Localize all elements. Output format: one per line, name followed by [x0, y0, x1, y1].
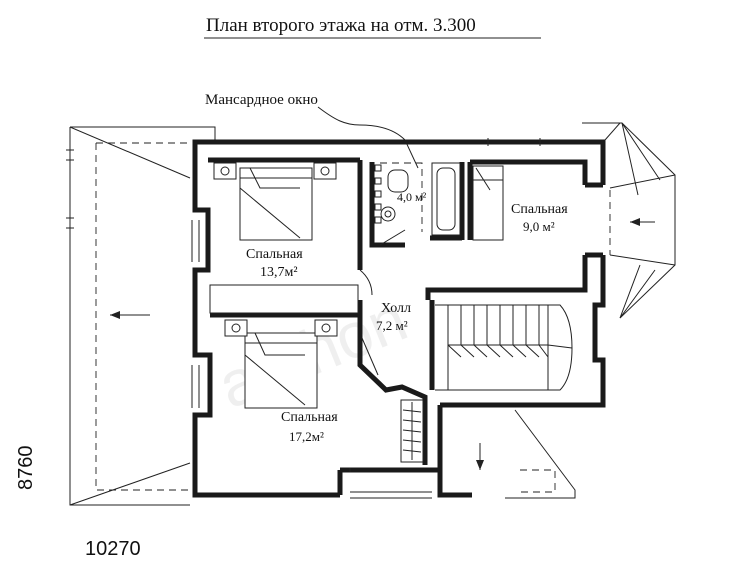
exterior-walls [192, 139, 606, 498]
room-area-bedroom-right: 9,0 м² [523, 219, 555, 234]
bed-bottom [224, 319, 338, 409]
room-area-bathroom: 4,0 м² [397, 190, 427, 204]
wardrobe-top-left [209, 284, 359, 314]
room-area-bedroom-bottom: 17,2м² [289, 429, 324, 444]
room-name-hall: Холл [381, 301, 411, 316]
dimension-width: 10270 [85, 538, 141, 560]
doors [359, 229, 406, 376]
hall-wardrobe [400, 399, 424, 463]
bed-top-left [213, 162, 337, 241]
bottom-roof [476, 409, 576, 499]
attic-window-callout: Мансардное окно [205, 92, 318, 108]
room-name-bedroom-bottom: Спальная [281, 410, 338, 425]
bed-right [472, 165, 504, 241]
room-area-hall: 7,2 м² [376, 318, 408, 333]
plan-title: План второго этажа на отм. 3.300 [206, 15, 476, 36]
staircase [435, 304, 573, 391]
interior-walls [208, 157, 588, 465]
room-area-bedroom-top-left: 13,7м² [260, 265, 298, 280]
left-roof [66, 126, 216, 506]
room-name-bedroom-right: Спальная [511, 202, 568, 217]
room-name-bedroom-top-left: Спальная [246, 247, 303, 262]
bay-window [582, 122, 676, 319]
bathroom-fixtures [374, 162, 461, 236]
dimension-height: 8760 [15, 446, 37, 491]
callout-leader [317, 106, 419, 169]
windows [191, 138, 541, 499]
